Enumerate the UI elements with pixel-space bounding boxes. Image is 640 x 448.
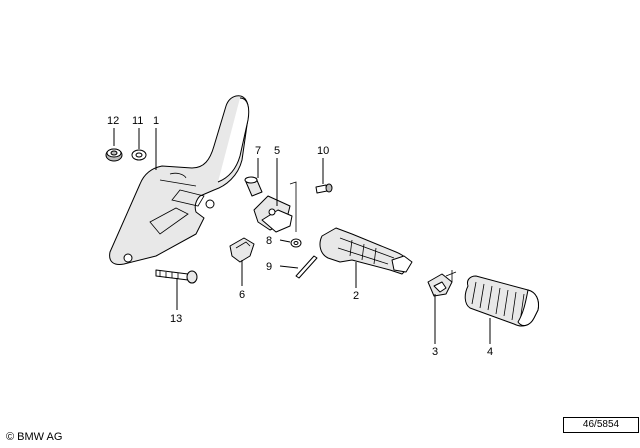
leader-lines xyxy=(113,128,491,344)
callout-11: 11 xyxy=(132,115,143,127)
callout-12: 12 xyxy=(107,115,119,127)
callout-7: 7 xyxy=(255,145,261,157)
callout-labels: 1 11 12 7 5 10 8 9 6 2 3 4 13 xyxy=(107,115,493,358)
callout-10: 10 xyxy=(317,145,329,157)
callout-2: 2 xyxy=(353,290,359,302)
hinge-bracket-part[interactable] xyxy=(253,181,297,233)
washer-part[interactable] xyxy=(131,149,147,161)
copyright-notice: © BMW AG xyxy=(6,431,63,443)
callout-3: 3 xyxy=(432,346,438,358)
callout-4: 4 xyxy=(487,346,493,358)
callout-13: 13 xyxy=(170,313,182,325)
screw-part[interactable] xyxy=(315,183,333,194)
diagram-reference-number: 46/5854 xyxy=(563,417,639,433)
rubber-pad-part[interactable] xyxy=(464,275,539,327)
clip-part[interactable] xyxy=(427,270,457,297)
callout-8: 8 xyxy=(266,235,272,247)
footrest-bracket-part[interactable] xyxy=(109,95,250,265)
small-washer-part[interactable] xyxy=(290,238,302,248)
rubber-insert-part[interactable] xyxy=(229,237,255,263)
callout-1: 1 xyxy=(153,115,159,127)
leader-9 xyxy=(279,265,299,269)
sleeve-part[interactable] xyxy=(244,176,263,197)
pin-part[interactable] xyxy=(295,255,318,279)
callout-6: 6 xyxy=(239,289,245,301)
leader-8 xyxy=(279,239,291,243)
footrest-part[interactable] xyxy=(319,227,413,275)
nut-part[interactable] xyxy=(105,148,123,162)
bolt-part[interactable] xyxy=(155,269,198,284)
callout-9: 9 xyxy=(266,261,272,273)
callout-5: 5 xyxy=(274,145,280,157)
